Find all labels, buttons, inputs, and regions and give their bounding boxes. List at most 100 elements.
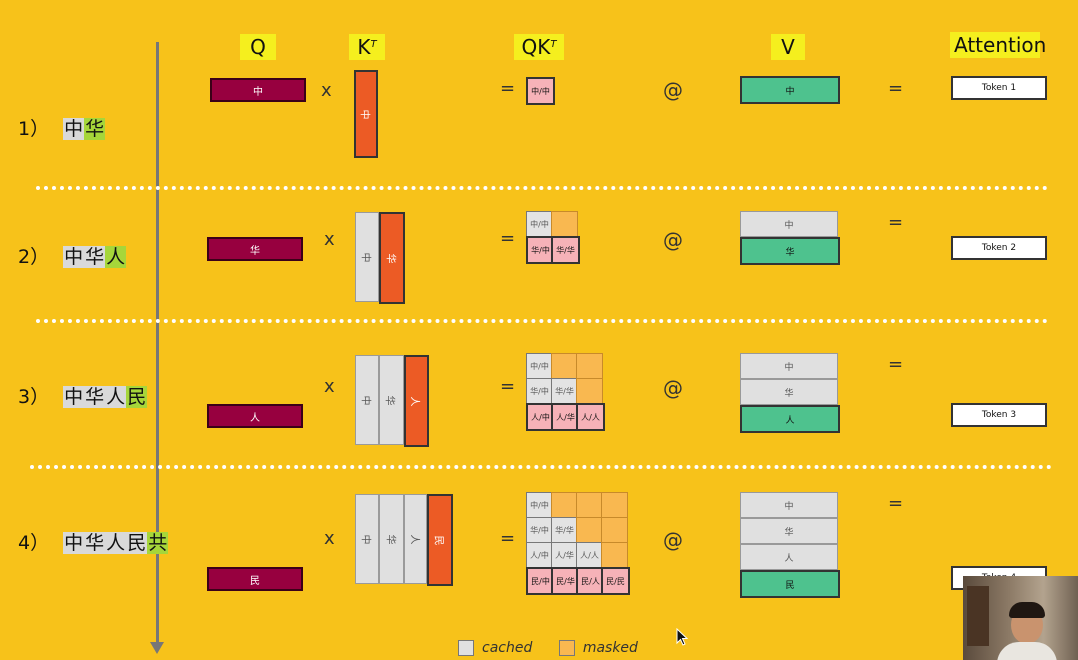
legend-swatch-masked [558,640,575,656]
k-column: 中 [355,212,379,302]
legend-label-masked: masked [582,640,638,656]
row-token: 华 [84,386,106,408]
k-column: 人 [403,355,429,447]
k-column: 民 [427,494,453,586]
legend: cached masked [458,640,638,656]
qk-cell: 华/华 [551,517,578,543]
qk-cell: 华/中 [526,517,553,543]
row-number: 1） [18,118,50,140]
row-token: 中 [63,118,85,140]
v-row: 华 [740,518,838,544]
q-vector: 华 [207,237,303,261]
header-attention-text: Attention [954,33,1047,57]
v-row: 华 [740,237,840,265]
k-column-label: 华 [384,253,396,263]
qk-cell: 人/华 [551,542,578,568]
row-token: 华 [84,532,106,554]
k-column: 华 [379,212,405,304]
k-column-label: 人 [408,534,420,544]
attention-output: Token 3 [951,403,1047,427]
k-matrix: 中 华 [355,212,405,304]
qk-matrix: 中/中 [526,77,555,105]
qk-cell: 华/中 [526,236,555,264]
header-qk-sup: T [550,39,557,50]
qk-cell: 中/中 [526,492,553,518]
k-column-label: 中 [359,395,371,405]
qk-cell [551,353,578,379]
legend-label-cached: cached [482,640,533,656]
qk-cell [576,353,603,379]
equals-operator: = [500,78,516,99]
k-column-label: 中 [359,252,371,262]
qk-cell: 人/中 [526,542,553,568]
attention-output: Token 1 [951,76,1047,100]
row-token: 中 [63,246,85,268]
k-matrix: 中 华 人 [355,355,429,447]
row-token: 华 [84,246,106,268]
v-row: 中 [740,353,838,379]
equals-operator: = [888,493,904,514]
k-column-label: 人 [408,396,420,406]
v-row: 华 [740,379,838,405]
webcam-person-hair [1009,602,1045,618]
equals-operator: = [888,354,904,375]
webcam-overlay [963,576,1078,660]
times-operator: x [324,229,335,250]
q-vector-label: 中 [253,86,263,98]
header-q-text: Q [250,35,266,59]
equals-operator: = [500,528,516,549]
header-qk-text: QK [521,35,551,59]
q-vector: 人 [207,404,303,428]
row-separator [30,465,1052,469]
v-matrix: 中 华 人 [740,353,840,433]
qk-cell: 华/中 [526,378,553,404]
qk-cell [601,492,628,518]
qk-cell: 人/人 [576,542,603,568]
row-number: 4） [18,532,50,554]
matmul-operator: @ [663,376,683,400]
qk-cell [576,378,603,404]
time-arrow-head [150,642,164,654]
k-column: 人 [403,494,428,584]
row-token: 人 [105,532,127,554]
row-number: 2） [18,246,50,268]
row-number: 3） [18,386,50,408]
q-vector: 民 [207,567,303,591]
times-operator: x [324,376,335,397]
row-separator [36,319,1048,323]
equals-operator: = [888,78,904,99]
row-token: 中 [63,386,85,408]
row-token: 人 [105,246,127,268]
v-row: 中 [740,492,838,518]
header-v-text: V [781,35,795,59]
mouse-cursor-icon [676,627,689,650]
v-matrix: 中 华 [740,211,840,265]
matmul-operator: @ [663,228,683,252]
qk-matrix: 中/中 华/中 华/华 人/中 人/华 人/人 [526,353,605,431]
k-column: 中 [354,70,378,158]
legend-swatch-cached [458,640,474,656]
k-column: 中 [355,355,380,445]
qk-cell [576,492,603,518]
qk-cell: 民/华 [551,567,580,595]
attention-output: Token 2 [951,236,1047,260]
qk-cell: 中/中 [526,353,553,379]
matmul-operator: @ [663,78,683,102]
qk-cell [551,211,578,237]
qk-cell: 华/华 [551,236,580,264]
k-column-label: 民 [432,535,444,545]
row-separator [36,186,1048,190]
qk-cell: 华/华 [551,378,578,404]
qk-cell [576,517,603,543]
k-column-label: 中 [359,534,371,544]
row-token: 民 [126,532,148,554]
row-label: 4） 中华人民共 [18,531,169,555]
header-attention: Attention [950,32,1046,58]
k-column-label: 华 [384,534,396,544]
qk-cell [601,517,628,543]
row-label: 1） 中华 [18,117,106,141]
qk-cell: 中/中 [526,211,553,237]
k-matrix: 中 华 人 民 [355,494,453,586]
row-token: 华 [84,118,106,140]
times-operator: x [321,80,332,101]
